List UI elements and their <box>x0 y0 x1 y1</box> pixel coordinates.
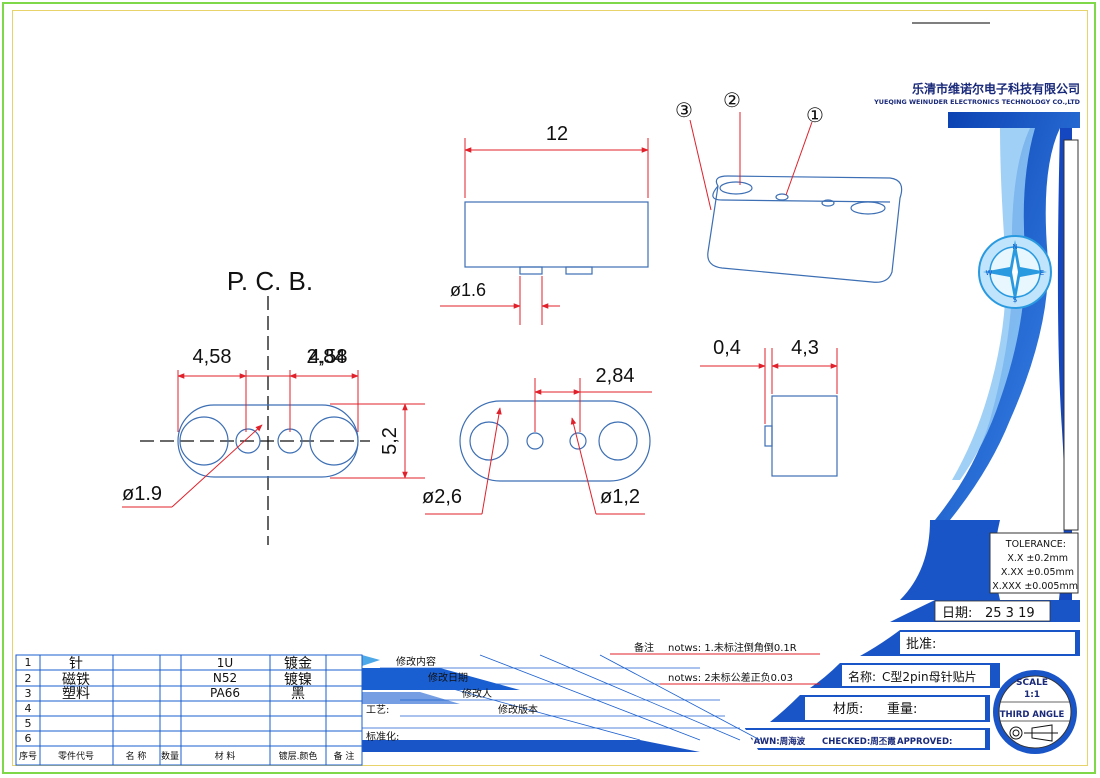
dim-pcb-hole-dia: ø1.9 <box>122 483 162 505</box>
compass-n: N <box>1012 243 1017 251</box>
standard-label: 标准化: <box>366 730 399 743</box>
dim-pcb-height: 5,2 <box>379 427 401 455</box>
svg-text:6: 6 <box>25 732 32 745</box>
svg-text:针: 针 <box>69 656 83 672</box>
notes-label: 备注 <box>634 641 654 654</box>
svg-text:名 称: 名 称 <box>126 750 147 762</box>
checked: CHECKED:周丕霞 <box>822 736 896 747</box>
svg-text:备 注: 备 注 <box>334 750 355 762</box>
tolerance-box: TOLERANCE: X.X ±0.2mm X.XX ±0.05mm X.XXX… <box>989 532 1079 594</box>
note-1: notws: 1.未标注倒角倒0.1R <box>668 641 797 654</box>
svg-text:2: 2 <box>25 672 32 685</box>
name-label: 名称: <box>848 669 876 684</box>
compass-e: E <box>1040 269 1044 277</box>
bom-table <box>15 654 363 766</box>
scale-value: 1:1 <box>1024 690 1040 700</box>
svg-text:N52: N52 <box>213 671 237 685</box>
dim-side-b: 4,3 <box>791 337 819 359</box>
approve-label: 批准: <box>906 637 936 652</box>
name-value: C型2pin母针贴片 <box>882 669 977 684</box>
svg-text:镀金: 镀金 <box>284 655 312 672</box>
company-name-cn: 乐清市维诺尔电子科技有限公司 <box>912 81 1080 96</box>
date-value: 25 3 19 <box>985 606 1035 621</box>
third-angle-icon <box>1009 724 1058 742</box>
scale-label: SCALE <box>1016 678 1048 688</box>
dim-pcb-right: 2,84 <box>307 346 346 368</box>
pcb-label: P. C. B. <box>227 266 313 296</box>
svg-text:镀镍: 镀镍 <box>284 671 312 688</box>
table-row: 2 磁铁 N52 镀镍 <box>25 671 313 688</box>
side-view <box>764 395 838 477</box>
third-angle: THIRD ANGLE <box>1000 710 1065 720</box>
tolerance-line-2: X.XX ±0.05mm <box>1001 567 1074 578</box>
svg-text:PA66: PA66 <box>210 686 240 700</box>
dim-pcb-right-overlap: 4,58 <box>309 346 348 368</box>
tolerance-line-3: X.XXX ±0.005mm <box>992 581 1078 592</box>
title-block: 日期: 25 3 19 批准: 名称: C型2pin母针贴片 材质: 重量: D… <box>720 600 1080 754</box>
dim-side-a: 0,4 <box>713 337 741 359</box>
material-label: 材质: <box>833 702 863 717</box>
process-label: 工艺: <box>366 704 389 716</box>
svg-text:塑料: 塑料 <box>62 686 90 702</box>
rev-date: 修改日期 <box>428 671 468 684</box>
tolerance-line-1: X.X ±0.2mm <box>1007 553 1068 564</box>
svg-text:镀层.颜色: 镀层.颜色 <box>279 750 318 762</box>
bom-headers: 序号 零件代号 名 称 数量 材 料 镀层.颜色 备 注 <box>19 750 354 762</box>
callout-2: ② <box>723 88 741 112</box>
svg-text:5: 5 <box>25 717 32 730</box>
svg-text:磁铁: 磁铁 <box>62 672 90 688</box>
dim-pcb-left: 4,58 <box>193 346 232 368</box>
svg-text:零件代号: 零件代号 <box>58 750 94 762</box>
date-label: 日期: <box>942 606 972 621</box>
weight-label: 重量: <box>887 701 917 717</box>
svg-text:3: 3 <box>25 687 32 700</box>
revision-area: 修改内容 修改日期 修改人 修改版本 工艺: 标准化: 备注 notws: 1.… <box>362 641 820 753</box>
isometric-view <box>707 175 903 283</box>
svg-text:1: 1 <box>25 656 32 669</box>
dim-bottom-hole-small: ø1,2 <box>600 486 640 508</box>
top-view <box>464 201 649 275</box>
table-row: 3 塑料 PA66 黑 <box>25 686 306 702</box>
svg-text:黑: 黑 <box>291 686 305 702</box>
tolerance-title: TOLERANCE: <box>1005 539 1066 550</box>
dim-pin-dia-side: ø1.6 <box>450 280 486 300</box>
inner-frame <box>12 10 1088 766</box>
table-row: 4 <box>25 702 32 715</box>
rev-person: 修改人 <box>462 687 492 700</box>
dim-bottom-hole-large: ø2,6 <box>422 486 462 508</box>
dim-bottom: 2,84 <box>596 365 635 387</box>
drawn: DRAWN:周海波 <box>740 736 806 747</box>
note-2: notws: 2未标公差正负0.03 <box>668 671 793 684</box>
compass-icon: N S E W <box>978 235 1052 309</box>
rev-content: 修改内容 <box>396 655 436 668</box>
table-row: 1 针 1U 镀金 <box>25 655 313 672</box>
svg-text:4: 4 <box>25 702 32 715</box>
svg-text:数量: 数量 <box>161 750 179 762</box>
approved: APPROVED: <box>897 737 952 747</box>
compass-w: W <box>986 269 993 277</box>
svg-text:序号: 序号 <box>19 750 37 762</box>
bottom-view <box>459 400 651 482</box>
bom-rows: 1 针 1U 镀金 2 磁铁 N52 镀镍 3 塑料 PA66 黑 4 5 6 <box>25 655 313 745</box>
title-decoration <box>900 112 1080 610</box>
table-row: 5 <box>25 717 32 730</box>
svg-text:材 料: 材 料 <box>215 750 236 762</box>
callout-3: ③ <box>675 98 693 122</box>
compass-s: S <box>1013 296 1018 304</box>
company-name-en: YUEQING WEINUDER ELECTRONICS TECHNOLOGY … <box>873 98 1080 106</box>
svg-text:1U: 1U <box>217 656 233 670</box>
rev-version: 修改版本 <box>498 703 538 716</box>
table-row: 6 <box>25 732 32 745</box>
dim-top-length: 12 <box>546 123 568 145</box>
callout-1: ① <box>806 103 824 127</box>
